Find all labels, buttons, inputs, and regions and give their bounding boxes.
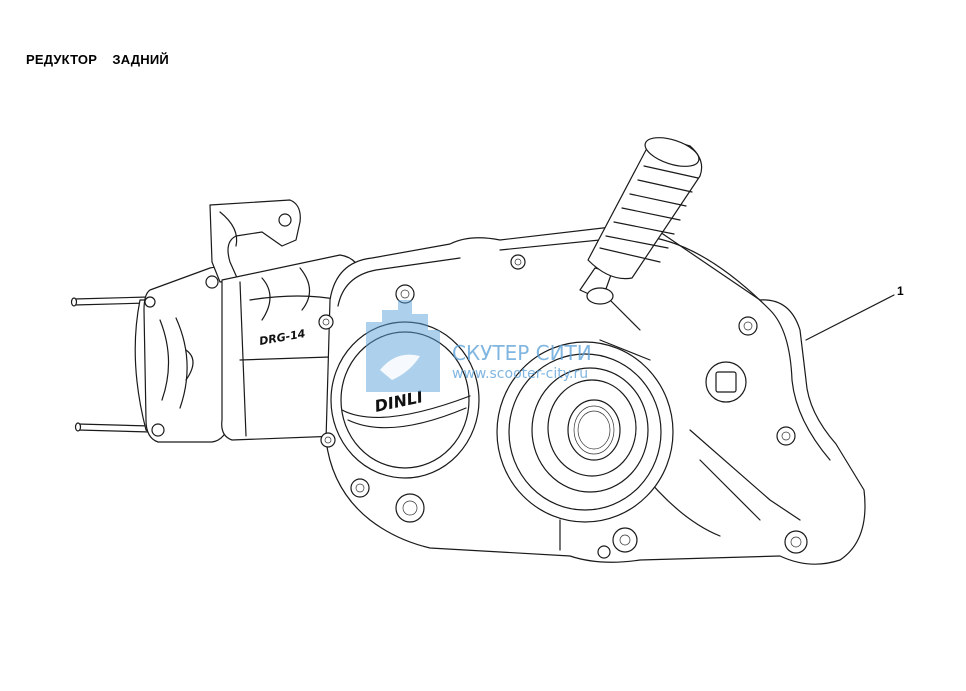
- input-flange: [134, 266, 231, 443]
- callout-label-1: 1: [897, 284, 904, 298]
- mounting-bracket: [209, 199, 301, 283]
- page-title: РЕДУКТОР ЗАДНИЙ: [26, 52, 169, 67]
- watermark: СКУТЕР СИТИ www.scooter-city.ru: [366, 300, 592, 392]
- output-seal: [496, 341, 674, 523]
- side-cover: DINLI: [330, 321, 480, 479]
- breather-hose: [579, 137, 703, 305]
- watermark-url: www.scooter-city.ru: [452, 366, 588, 382]
- callout-leader-1: [805, 294, 895, 341]
- mounting-studs: [70, 296, 151, 433]
- watermark-text: СКУТЕР СИТИ: [452, 341, 592, 365]
